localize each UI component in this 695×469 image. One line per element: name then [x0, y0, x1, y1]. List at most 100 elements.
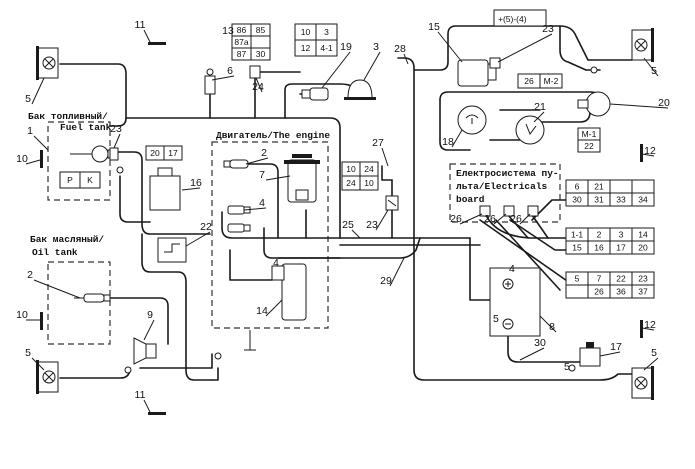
fuel-tank-box: [47, 121, 111, 201]
callout-number: 1: [27, 125, 33, 137]
callout-leader: [451, 129, 463, 148]
table-cell-text: 21: [594, 182, 604, 192]
callout-leader: [31, 357, 45, 371]
callout-leader: [609, 103, 669, 109]
engine-sensor-icon: [223, 159, 249, 169]
fuel-tank-label-ru: Бак топливный/: [28, 111, 108, 122]
callout-leader: [181, 187, 201, 191]
wire-top-right-branch: [559, 25, 587, 71]
table-cell-text: 34: [638, 195, 648, 205]
callout-leader: [245, 157, 269, 165]
callout-number: 24: [252, 81, 264, 93]
wire-board-26a: [485, 214, 566, 239]
reflector-icon-11a: [148, 42, 166, 45]
table-cell-text: 15: [572, 243, 582, 253]
engine-box: [211, 141, 329, 329]
table-cell-text: 20: [638, 243, 648, 253]
table-cell: [565, 284, 589, 299]
table-cell-text: 36: [616, 287, 626, 297]
oil-tank-box: [47, 261, 111, 345]
filter-icon: [116, 166, 181, 211]
callout-number: 28: [394, 43, 406, 55]
table-cell: [250, 47, 271, 61]
buzzer-20-icon: [577, 91, 611, 117]
wire-lamp5-bottom: [59, 367, 131, 379]
table-cell-text: 24: [364, 164, 374, 174]
table-cell-text: 6: [575, 182, 580, 192]
wire-filter: [119, 175, 151, 223]
ground-icon-a: [244, 330, 256, 351]
table-cell-text: 17: [168, 148, 178, 158]
callout-number: 11: [135, 19, 146, 31]
callout-number: 9: [147, 309, 153, 321]
table-cell: [79, 171, 101, 189]
table-cell: [539, 73, 563, 89]
table-cell-text: 33: [616, 195, 626, 205]
callout-leader: [33, 135, 49, 151]
wire-engine-plugs: [221, 211, 341, 239]
reflector-icon-12a: [640, 144, 643, 162]
callout-leader: [31, 77, 45, 105]
callout-number: 10: [16, 309, 28, 321]
reflector-icon-10b: [40, 312, 43, 330]
callout-leader: [255, 77, 263, 93]
reflector-icon-12b: [640, 320, 643, 338]
gauge-21-icon: [515, 115, 545, 145]
ignition-coil-icon: [284, 154, 320, 203]
callout-leader: [375, 209, 389, 231]
callout-number: 2: [261, 147, 267, 159]
lamp-icon-bottom-right: [631, 366, 654, 400]
relay-17-icon: [568, 342, 601, 372]
callout-leader: [143, 319, 155, 341]
callout-number: 6: [227, 65, 233, 77]
table-t-m1: M-122: [577, 127, 601, 153]
fuel-tank-label-en: Fuel tank: [60, 122, 112, 133]
callout-leader: [497, 33, 553, 63]
callout-number: 30: [534, 337, 546, 349]
callout-number: 13: [222, 25, 234, 37]
callout-number: 5: [25, 347, 31, 359]
table-cell-text: M-1: [582, 129, 597, 139]
callout-number: 15: [428, 21, 440, 33]
table-cell-text: 3: [324, 27, 329, 37]
callout-number: 18: [442, 136, 454, 148]
callout-leader: [641, 153, 655, 157]
table-cell-text: 37: [638, 287, 648, 297]
table-cell: [250, 35, 271, 49]
callout-leader: [265, 299, 283, 317]
wire-30: [507, 329, 581, 363]
callout-number: 5: [651, 347, 657, 359]
table-cell-text: 12: [301, 43, 311, 53]
callout-leader: [643, 57, 659, 77]
reflector-icon-11b: [148, 412, 166, 415]
callout-number: 7: [259, 169, 265, 181]
callout-number: 22: [200, 221, 212, 233]
table-cell-text: 30: [256, 49, 266, 59]
callout-number: 29: [380, 275, 392, 287]
callout-leader: [143, 29, 151, 43]
wire-bottom-right: [413, 237, 633, 381]
wire-bus-29: [277, 237, 421, 259]
wire-main-top: [125, 117, 341, 239]
table-cell-text: 16: [594, 243, 604, 253]
callout-leader: [25, 159, 41, 165]
table-cell-text: 26: [594, 287, 604, 297]
callout-number: 12: [644, 319, 656, 331]
starter-terminal: 4: [273, 257, 279, 269]
callout-number: 27: [372, 137, 384, 149]
battery-icon: [489, 267, 541, 337]
terminal-26b-icon: [503, 205, 515, 217]
lamp-icon-top-left: [36, 46, 59, 80]
callout-leader: [113, 133, 121, 149]
callout-leader: [185, 231, 211, 247]
table-cell: [631, 192, 655, 207]
table-cell-text: 23: [638, 274, 648, 284]
table-cell-text: 5: [575, 274, 580, 284]
callout-number: 12: [644, 145, 656, 157]
callout-number: 23: [542, 23, 554, 35]
table-cell-text: 26: [524, 76, 534, 86]
ground-icon-c: [124, 366, 132, 374]
